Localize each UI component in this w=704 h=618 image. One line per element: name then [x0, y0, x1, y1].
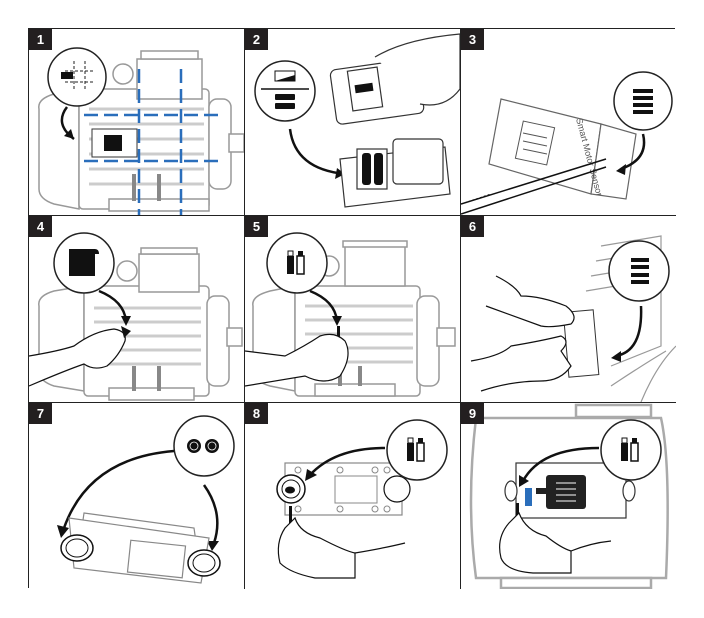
mounting-pins-icon: [613, 71, 673, 131]
grid-divider: [244, 29, 245, 589]
step-panel-2: 2: [245, 29, 460, 215]
battery-insert-illustration: [254, 33, 460, 208]
step-panel-4: 4: [29, 216, 244, 402]
step-number-badge: 9: [461, 403, 484, 424]
mounting-pins-icon: [608, 240, 670, 302]
battery-insert-icon: [254, 60, 316, 122]
mounting-pads-icon: [173, 415, 235, 477]
mounting-pins-illustration: Smart Motor Sensor: [461, 71, 673, 215]
clean-surface-illustration: [29, 232, 243, 401]
step-number-badge: 4: [29, 216, 52, 237]
step-number-badge: 8: [245, 403, 268, 424]
step-number-badge: 1: [29, 29, 52, 50]
grid-divider: [29, 215, 676, 216]
step-number-badge: 6: [461, 216, 484, 237]
attach-pads-illustration: [57, 415, 235, 584]
step-panel-8: 8: [245, 403, 460, 589]
step-panel-7: 7: [29, 403, 244, 589]
grid-divider: [29, 402, 676, 403]
grid-divider: [460, 29, 461, 589]
step-panel-6: 6: [461, 216, 676, 402]
step-number-badge: 2: [245, 29, 268, 50]
step-number-badge: 5: [245, 216, 268, 237]
mount-sensor-illustration: [469, 403, 669, 589]
placement-grid-icon: [47, 47, 107, 107]
apply-adhesive-illustration: [245, 232, 456, 397]
adhesive-on-pad-illustration: [276, 419, 448, 579]
instruction-grid: 1: [28, 28, 676, 589]
step-panel-5: 5: [245, 216, 460, 402]
step-number-badge: 7: [29, 403, 52, 424]
press-sensor-illustration: [470, 235, 676, 402]
step-panel-3: 3 Smart Motor Sensor: [461, 29, 676, 215]
step-panel-1: 1: [29, 29, 244, 215]
motor-placement-illustration: [38, 47, 244, 215]
step-number-badge: 3: [461, 29, 484, 50]
step-panel-9: 9: [461, 403, 676, 589]
